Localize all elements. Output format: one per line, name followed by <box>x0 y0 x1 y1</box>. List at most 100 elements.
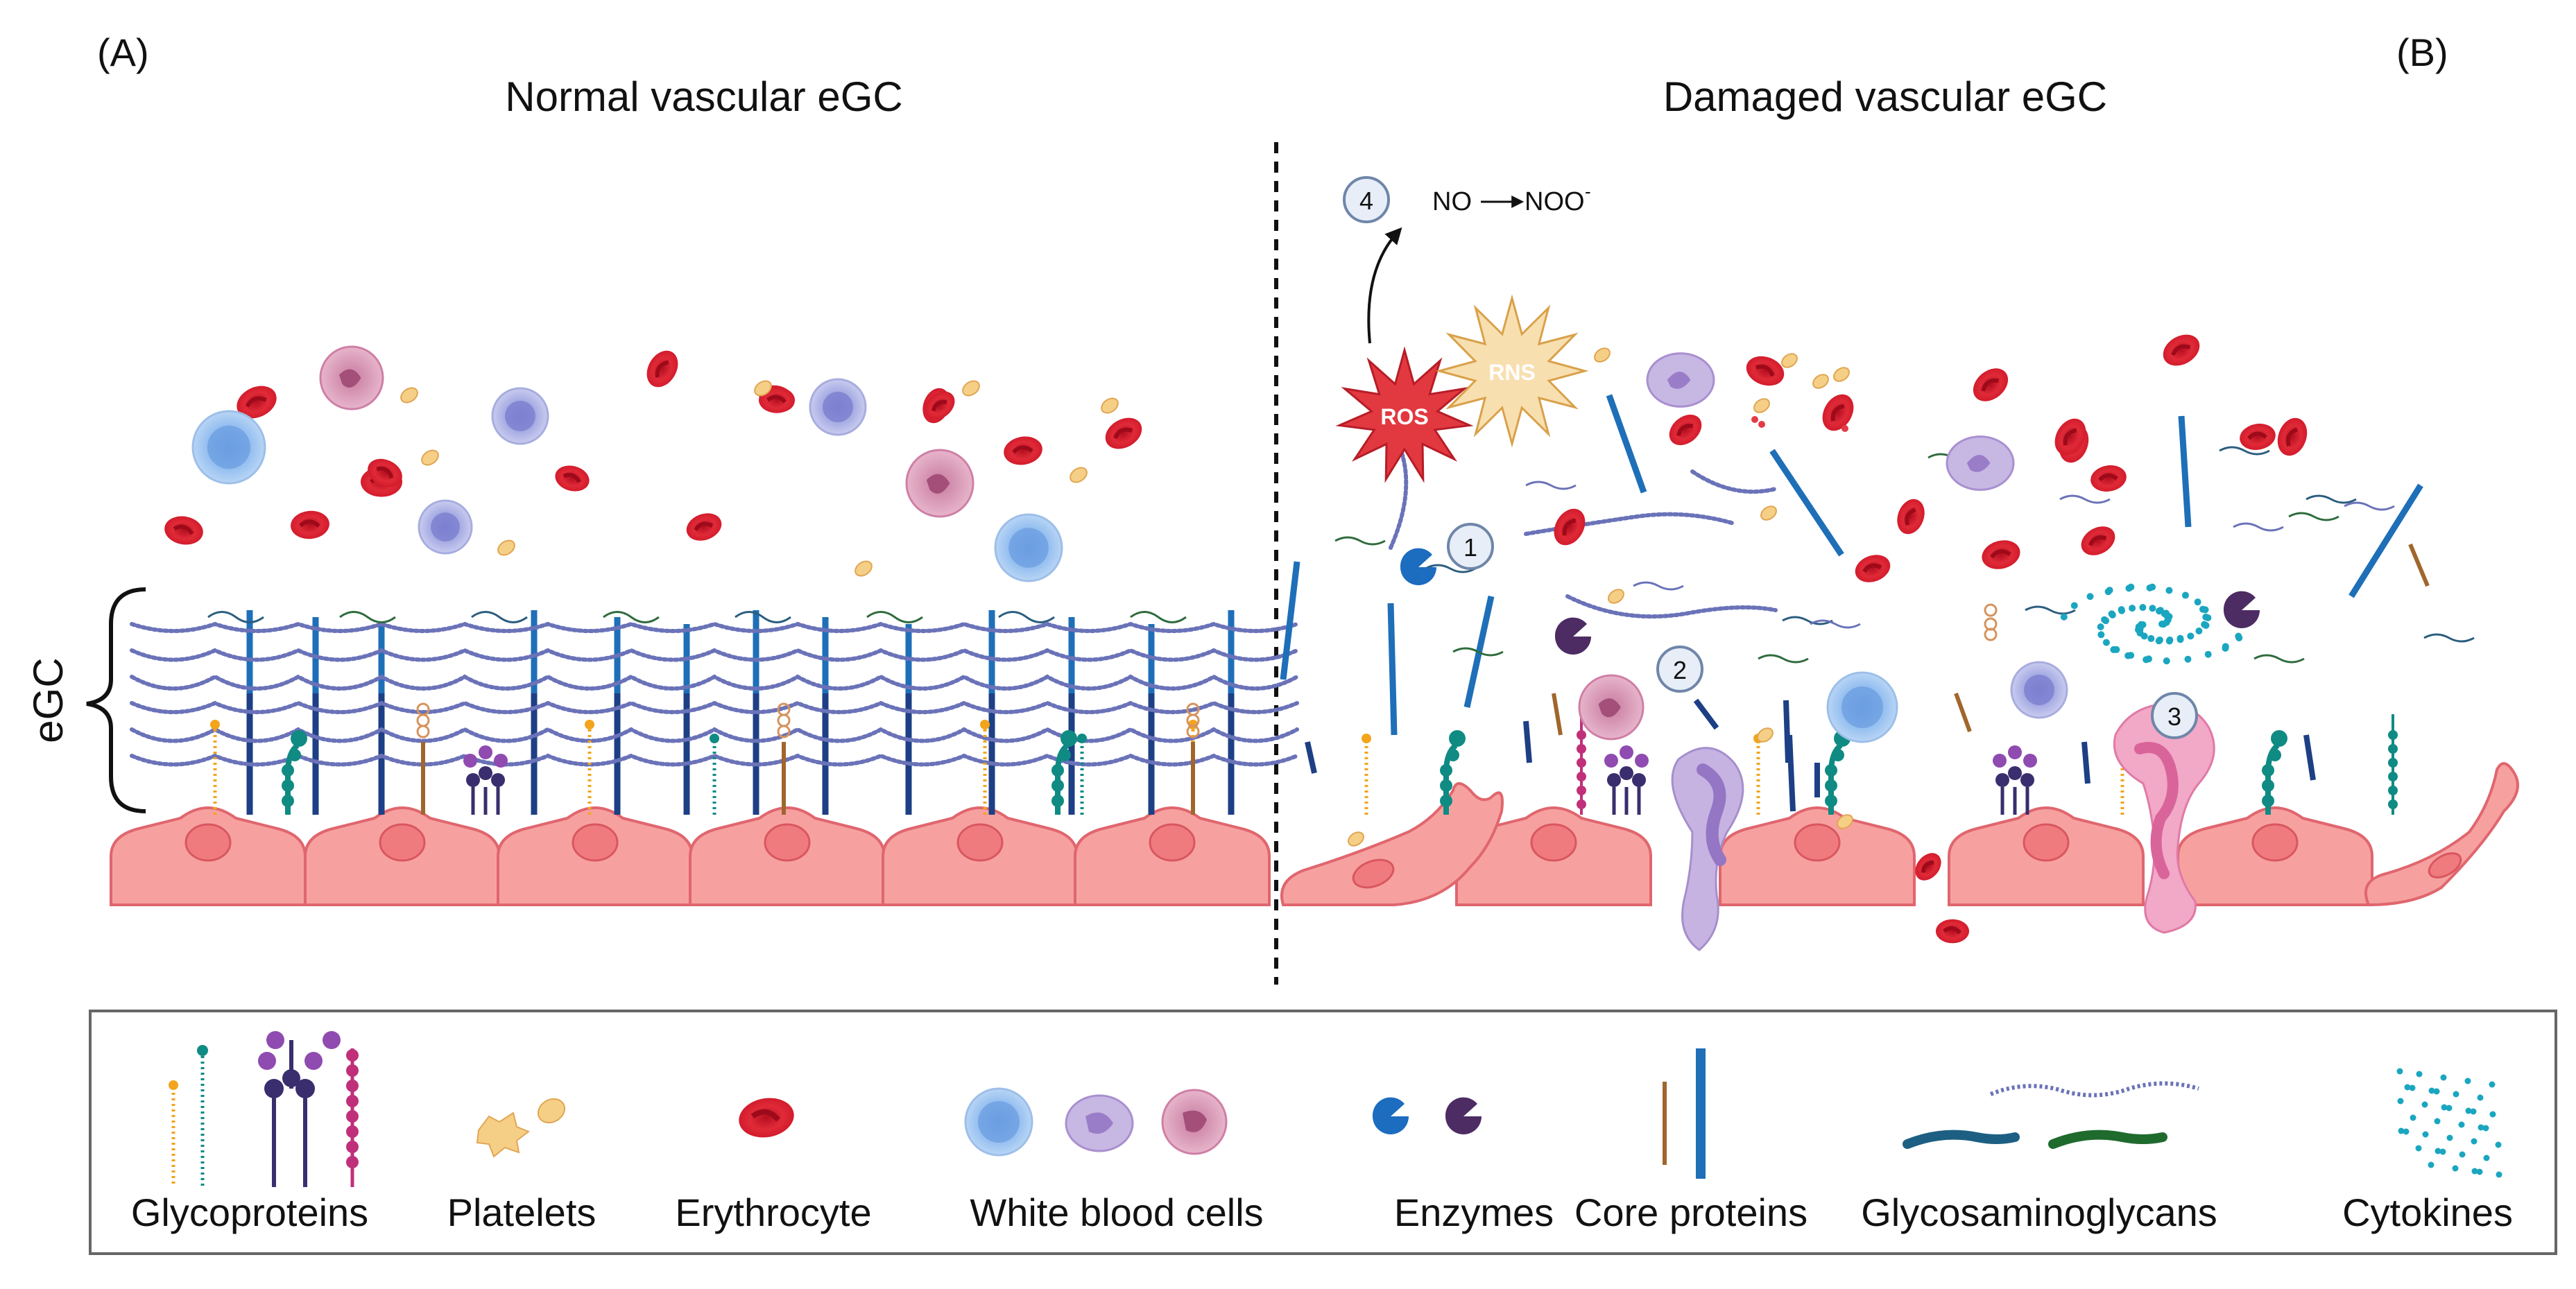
glycan-bead <box>416 702 430 716</box>
step-marker-2: 2 <box>1656 646 1703 693</box>
platelet-icon <box>421 449 439 466</box>
transmigrating-leukocyte-pink <box>2113 702 2215 934</box>
glycoprotein-bead <box>1058 749 1071 761</box>
core-protein-fragment <box>2178 415 2192 528</box>
gag-fragment <box>1425 564 1476 573</box>
cytokine-particle <box>2495 1141 2502 1148</box>
erythrocyte-body <box>2081 526 2115 555</box>
erythrocyte-center <box>298 519 320 528</box>
nucleus-icon <box>1352 858 1395 889</box>
cytokine-particle <box>2428 1161 2435 1168</box>
glycosaminoglycan-chain <box>130 700 1299 714</box>
platelet-icon <box>497 539 515 556</box>
panel-b-title: Damaged vascular eGC <box>1663 73 2107 120</box>
endothelium-normal <box>110 806 1271 906</box>
gag-fragment <box>866 611 923 623</box>
glycoprotein-head <box>2271 730 2287 747</box>
erythrocyte-icon <box>739 1098 794 1138</box>
cytokine-particle <box>2165 637 2173 645</box>
cytokine-particle <box>2471 1138 2478 1145</box>
erythrocyte-center <box>376 466 394 479</box>
erythrocyte-body <box>291 510 329 539</box>
glycan-bead <box>1984 603 1998 617</box>
platelet-icon <box>1833 367 1850 382</box>
erythrocyte-icon <box>1822 394 1854 431</box>
core-protein-fragment <box>1787 734 1796 812</box>
platelet-icon <box>400 387 418 404</box>
gag-fragment <box>735 611 791 623</box>
white-blood-cell-icon <box>1946 435 2015 491</box>
erythrocyte-icon <box>1915 853 1941 881</box>
glycoprotein-icon <box>1051 730 1077 815</box>
glycoprotein-bead <box>2388 744 2398 754</box>
erythrocyte-center <box>2247 431 2267 440</box>
detaching-endothelial-cell <box>2364 762 2519 907</box>
endothelial-cell <box>1455 806 1652 906</box>
cytokine-particle <box>2415 1145 2422 1152</box>
legend-label-core-proteins: Core proteins <box>1574 1191 1808 1234</box>
step-3-label: 3 <box>2167 702 2181 731</box>
glycoprotein-bead <box>2023 754 2037 768</box>
gag-fragment <box>1130 611 1187 623</box>
cytokine-particle <box>2422 1131 2429 1138</box>
nucleus-icon <box>956 823 1004 862</box>
white-blood-cell-icon <box>994 513 1063 582</box>
white-blood-cell-icon <box>1826 671 1898 743</box>
glycoprotein-bead <box>491 773 505 787</box>
erythrocyte-body <box>1855 555 1891 582</box>
glycoprotein-bead <box>1620 766 1633 780</box>
erythrocyte-icon <box>1746 356 1785 386</box>
cytokine-particle <box>2496 1171 2502 1178</box>
cytokine-particle <box>2235 634 2243 642</box>
cytokine-particle <box>2489 1111 2496 1118</box>
platelet-icon <box>1812 374 1829 389</box>
cell-nucleus <box>431 512 460 542</box>
cell-nucleus <box>207 425 251 469</box>
glycoprotein-bead <box>466 773 480 787</box>
erythrocyte-icon <box>686 513 722 541</box>
glycoprotein-bead <box>2388 772 2398 781</box>
glycoprotein-bead <box>1447 749 1459 761</box>
cytokine-particle <box>2097 631 2105 639</box>
cytokine-particle <box>2108 610 2115 618</box>
gag-fragment <box>1810 619 1861 629</box>
cytokine-particle <box>2222 644 2229 652</box>
glycoprotein-bead <box>282 764 294 777</box>
erythrocyte-body <box>1105 417 1142 449</box>
erythrocyte-center <box>563 472 581 483</box>
glycoprotein-bead <box>479 766 492 780</box>
legend-label-erythrocyte: Erythrocyte <box>675 1191 871 1234</box>
erythrocyte-body <box>1746 356 1785 386</box>
cytokine-particle <box>2446 1134 2453 1141</box>
cytokine-particle <box>2489 1081 2496 1088</box>
cytokine-particle <box>2149 583 2156 591</box>
glycoprotein-head <box>980 720 990 729</box>
endothelial-cell <box>1074 806 1271 906</box>
legend-item-white-blood-cells: White blood cells <box>964 1087 1264 1234</box>
ros-burst: ROS <box>1335 346 1474 483</box>
erythrocyte-body <box>2090 465 2127 492</box>
cytokine-particle <box>2176 636 2184 643</box>
erythrocyte-icon <box>925 391 955 420</box>
erythrocyte-center <box>1113 427 1133 440</box>
glycoprotein-bead <box>1993 754 2007 768</box>
glycoprotein-bead <box>1577 786 1586 795</box>
egc-brace <box>86 587 146 813</box>
cytokine-particle <box>2086 593 2094 600</box>
erythrocyte-body <box>1982 540 2020 569</box>
cell-nucleus <box>339 369 361 388</box>
platelet-icon <box>1837 814 1853 829</box>
erythrocyte-body <box>1973 368 2009 401</box>
gag-fragment <box>2059 494 2111 504</box>
glycosaminoglycan-chain <box>130 648 1299 662</box>
glycoprotein-bead <box>1577 799 1586 809</box>
gag-fragment <box>2219 446 2270 456</box>
glycoprotein-stalk <box>2000 787 2029 815</box>
step-marker-1: 1 <box>1447 523 1494 570</box>
glycoprotein-icon <box>1604 745 1649 815</box>
erythrocyte-center <box>766 395 787 404</box>
erythrocyte-body <box>368 458 402 487</box>
glycan-bead <box>1186 702 1200 716</box>
endothelial-cell <box>1948 806 2145 906</box>
